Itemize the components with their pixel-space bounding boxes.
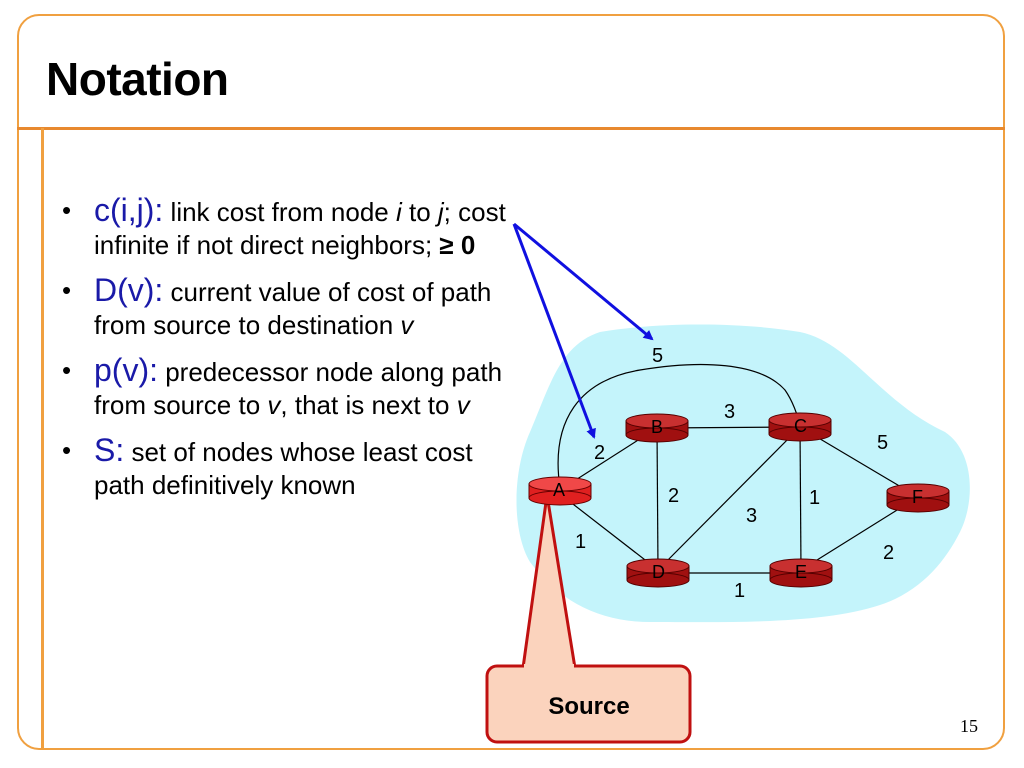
title-divider bbox=[17, 127, 1005, 130]
node-e: E bbox=[769, 558, 833, 588]
arrow-to-link-cost bbox=[512, 223, 596, 439]
bullet-item: • D(v): current value of cost of path fro… bbox=[62, 274, 510, 342]
node-f: F bbox=[886, 483, 950, 513]
link-a-d bbox=[559, 493, 659, 571]
desc-text: to bbox=[401, 197, 438, 227]
desc-italic: v bbox=[267, 390, 281, 420]
bullet-dot-icon: • bbox=[62, 275, 72, 305]
bullet-dot-icon: • bbox=[62, 195, 72, 225]
bullet-item: • c(i,j): link cost from node i to j; cos… bbox=[62, 194, 510, 262]
node-b: B bbox=[625, 413, 689, 443]
link-c-e bbox=[799, 426, 802, 571]
cost-c-f: 5 bbox=[877, 432, 888, 454]
node-label-d: D bbox=[652, 562, 665, 582]
page-number: 15 bbox=[960, 716, 978, 736]
cost-a-b: 2 bbox=[594, 442, 605, 464]
desc-text: set of nodes whose least cost path defin… bbox=[94, 437, 473, 500]
cost-a-d: 1 bbox=[575, 531, 586, 553]
arrow-to-link-cost bbox=[513, 222, 654, 341]
bullet-term: p(v): bbox=[94, 352, 158, 388]
source-callout-box bbox=[485, 664, 692, 744]
link-c-d bbox=[657, 426, 801, 571]
desc-italic: v bbox=[456, 390, 470, 420]
cost-a-c: 5 bbox=[652, 345, 663, 367]
cost-d-e: 1 bbox=[734, 580, 745, 602]
slide-frame bbox=[17, 14, 1005, 750]
bullet-term: D(v): bbox=[94, 272, 164, 308]
left-divider bbox=[41, 128, 44, 750]
desc-text: link cost from node bbox=[163, 197, 396, 227]
source-callout: Source bbox=[485, 493, 692, 744]
cost-b-d: 2 bbox=[668, 485, 679, 507]
annotation-arrows bbox=[512, 222, 654, 439]
bullet-desc: predecessor node along path from source … bbox=[94, 357, 502, 420]
node-d: D bbox=[626, 558, 690, 588]
desc-italic: i bbox=[395, 197, 402, 227]
bullet-desc: current value of cost of path from sourc… bbox=[94, 277, 491, 340]
network-nodes: B C D E F bbox=[625, 412, 950, 588]
bullet-desc: link cost from node i to j; cost infinit… bbox=[94, 197, 506, 260]
cost-c-e: 1 bbox=[809, 487, 820, 509]
bullet-dot-icon: • bbox=[62, 355, 72, 385]
bullet-term: c(i,j): bbox=[94, 192, 164, 228]
bullet-item: • S: set of nodes whose least cost path d… bbox=[62, 434, 510, 502]
node-label-c: C bbox=[794, 416, 807, 436]
desc-text: ; cost infinite if not direct neighbors; bbox=[94, 197, 506, 260]
link-a-c bbox=[557, 363, 801, 489]
desc-italic: j bbox=[437, 197, 444, 227]
desc-bold: ≥ 0 bbox=[439, 230, 476, 260]
bullet-list: • c(i,j): link cost from node i to j; cos… bbox=[62, 194, 510, 514]
source-label: Source bbox=[548, 693, 629, 720]
desc-text: predecessor node along path from source … bbox=[94, 357, 503, 420]
link-b-d bbox=[656, 427, 659, 571]
link-costs: 2 5 1 3 2 3 1 5 1 2 bbox=[575, 345, 894, 602]
node-c: C bbox=[768, 412, 832, 442]
node-label-a: A bbox=[553, 480, 565, 500]
node-label-f: F bbox=[912, 487, 923, 507]
desc-text: current value of cost of path from sourc… bbox=[94, 277, 492, 340]
bullet-desc: set of nodes whose least cost path defin… bbox=[94, 437, 473, 500]
node-label-e: E bbox=[795, 562, 807, 582]
node-a: A bbox=[528, 476, 592, 506]
desc-text: , that is next to bbox=[280, 390, 457, 420]
cost-e-f: 2 bbox=[883, 542, 894, 564]
node-label-b: B bbox=[651, 417, 663, 437]
bullet-item: • p(v): predecessor node along path from … bbox=[62, 354, 510, 422]
cost-c-d: 3 bbox=[746, 505, 757, 527]
cost-b-c: 3 bbox=[724, 401, 735, 423]
bullet-term: S: bbox=[94, 432, 125, 468]
desc-italic: v bbox=[400, 310, 414, 340]
slide-title: Notation bbox=[46, 53, 229, 105]
bullet-dot-icon: • bbox=[62, 435, 72, 465]
